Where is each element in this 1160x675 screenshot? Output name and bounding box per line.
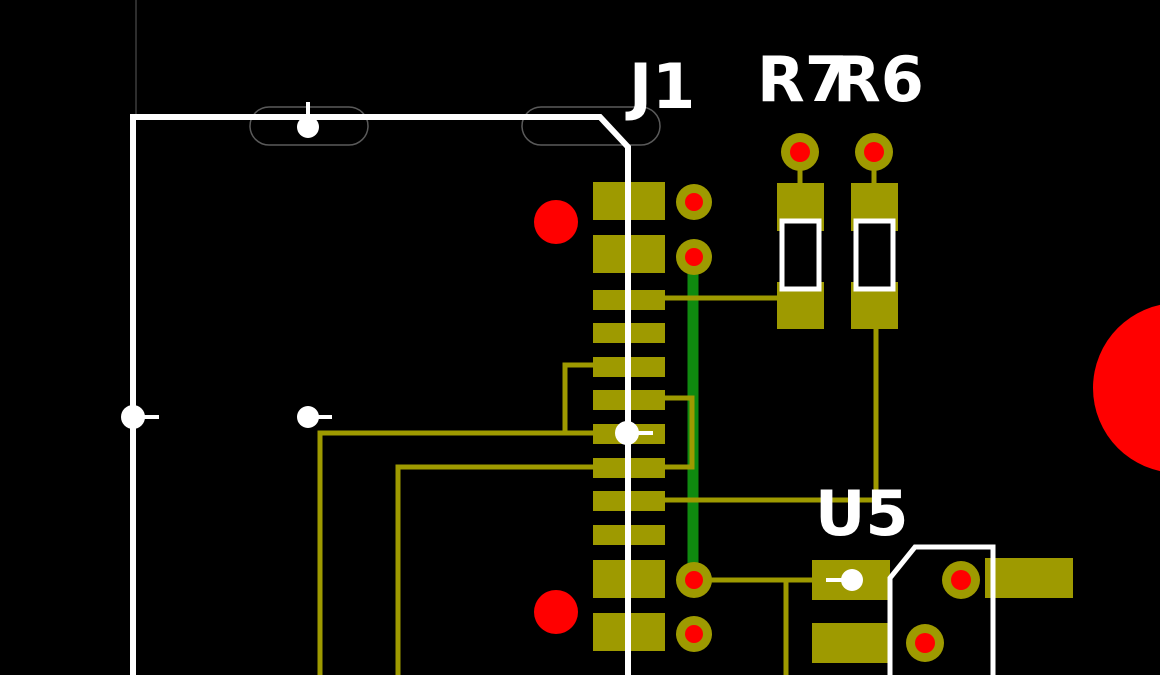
u5-silkscreen-outline <box>887 544 996 675</box>
silkscreen-markers <box>121 102 863 591</box>
j1-label: J1 <box>625 50 695 123</box>
r7-resistor <box>777 133 824 329</box>
r6-resistor <box>851 133 898 329</box>
j1-locating-hole-top <box>534 200 578 244</box>
u5-label: U5 <box>815 477 908 550</box>
j1-vias <box>676 184 712 652</box>
u5-pads <box>812 558 1073 663</box>
j1-silkscreen-outline <box>130 114 631 675</box>
mounting-hole-right <box>1093 304 1160 472</box>
j1-locating-hole-bottom <box>534 590 578 634</box>
top-copper-traces <box>317 295 879 675</box>
j1-mount-slot-right <box>521 106 661 146</box>
r7-label: R7 <box>757 43 848 116</box>
r6-label: R6 <box>833 43 924 116</box>
